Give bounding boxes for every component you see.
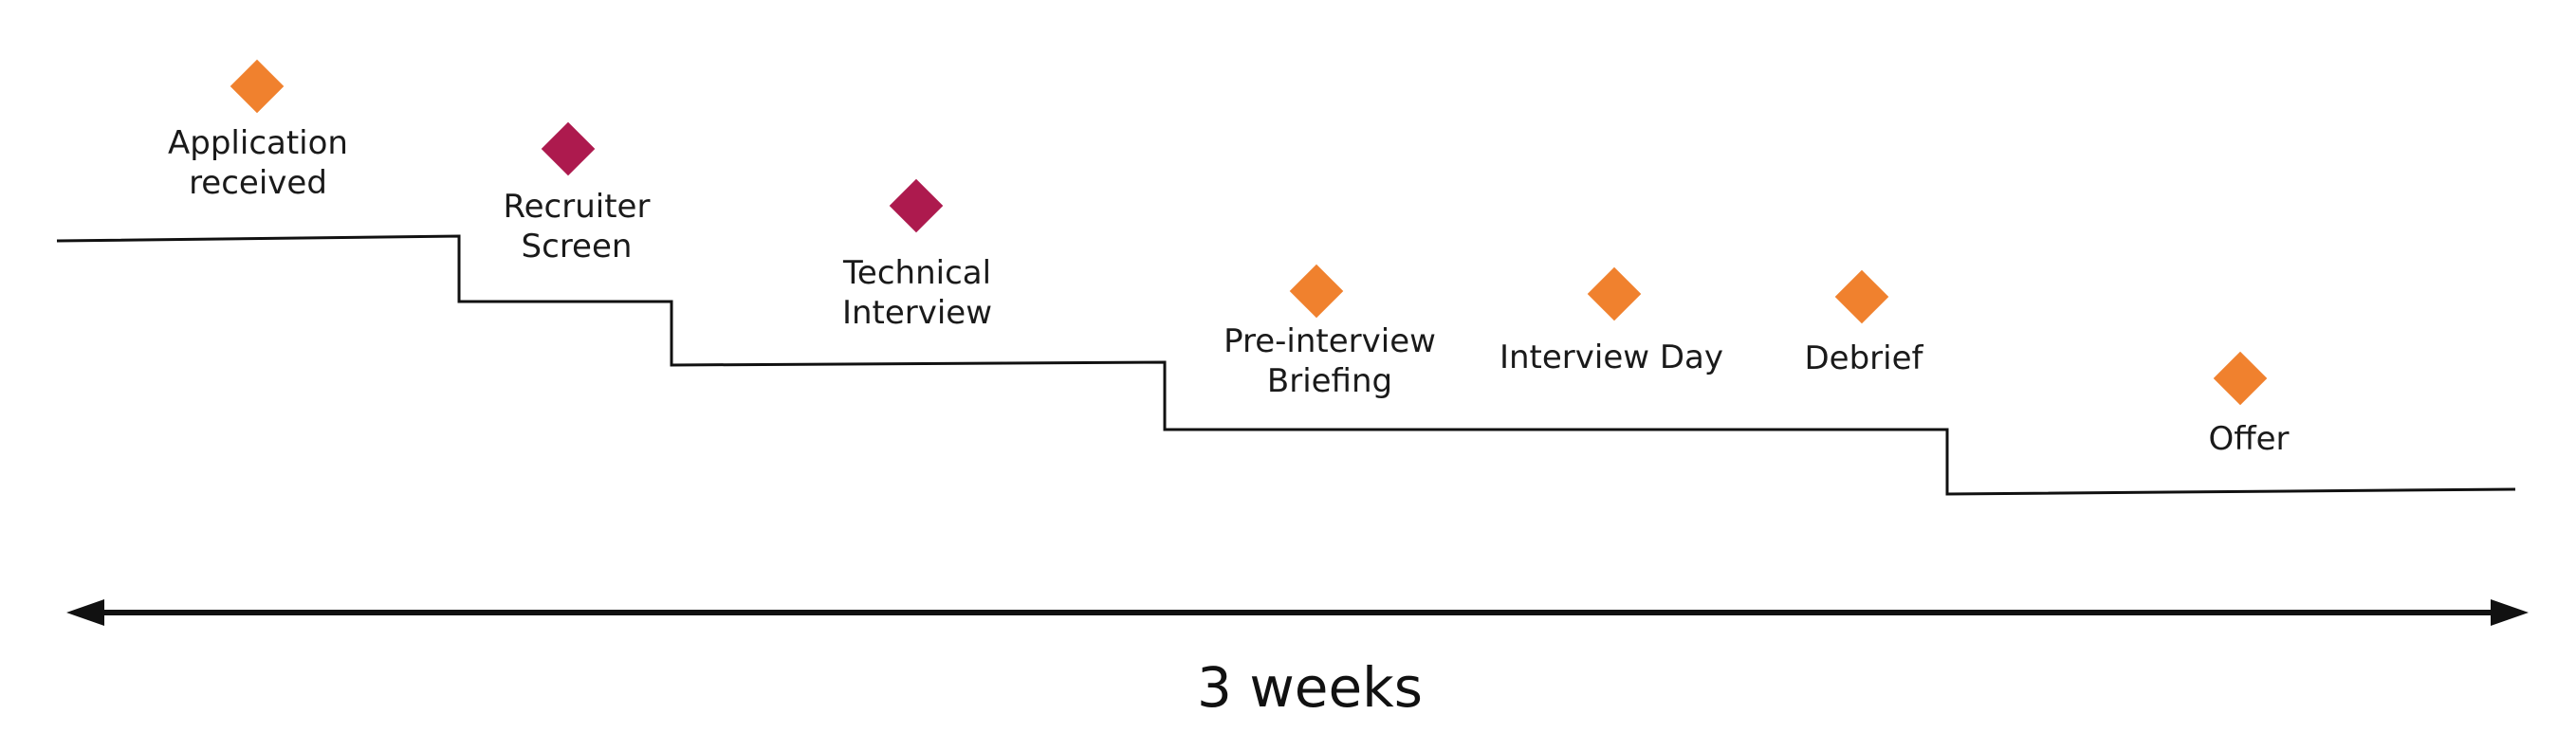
duration-label: 3 weeks [1197, 655, 1423, 720]
milestone-diamond-recruiter-screen [541, 121, 596, 176]
milestone-label-application-received: Application received [168, 124, 348, 202]
milestone-label-technical-interview: Technical Interview [841, 254, 993, 332]
milestone-diamond-technical-interview [889, 178, 944, 233]
milestone-label-debrief: Debrief [1804, 339, 1923, 377]
milestone-label-interview-day: Interview Day [1499, 339, 1724, 376]
stage-step-line [56, 234, 2516, 496]
milestone-diamond-pre-interview-briefing [1289, 264, 1344, 319]
duration-arrow-right-head [2491, 599, 2529, 626]
milestone-diamond-offer [2213, 351, 2268, 406]
milestone-diamond-debrief [1834, 269, 1889, 324]
duration-arrow-left-head [66, 599, 104, 626]
milestone-label-offer: Offer [2208, 420, 2290, 458]
milestone-label-recruiter-screen: Recruiter Screen [503, 188, 651, 266]
milestone-diamond-interview-day [1587, 266, 1642, 321]
milestone-label-pre-interview-briefing: Pre-interview Briefing [1224, 322, 1436, 400]
milestone-diamond-application-received [230, 59, 285, 114]
